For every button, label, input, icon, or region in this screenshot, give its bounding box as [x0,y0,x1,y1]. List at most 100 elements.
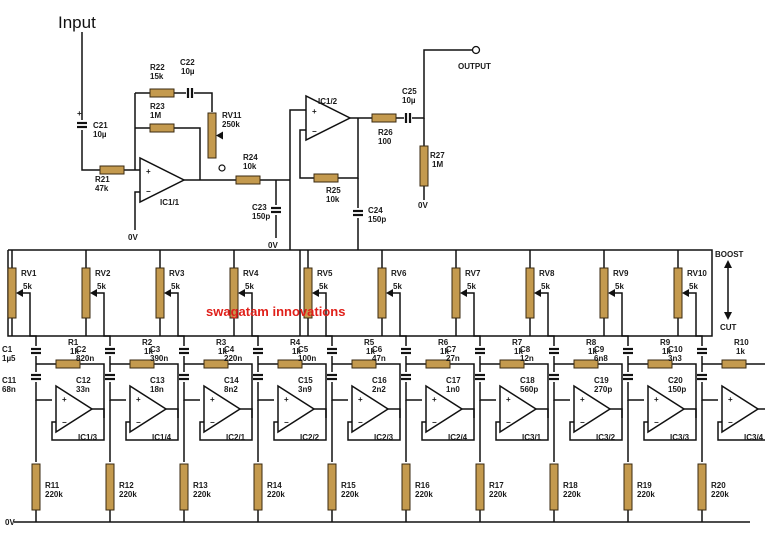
ground-label-r27: 0V [418,201,428,210]
opamp-plus-10: + [728,395,733,404]
c2-name-1: C11 [2,376,17,385]
rg-band-9 [623,463,633,511]
wire-wiper-2 [97,292,111,346]
rv-value-6: 5k [393,282,402,291]
r21-resistor [99,165,125,175]
wire-c22-rv11 [194,92,213,112]
c2-name-4: C14 [224,376,239,385]
wire-opamp-fb-3 [199,408,253,441]
c1-value-4: 220n [224,354,242,363]
r21-value: 47k [95,184,109,193]
c2-name-2: C12 [76,376,91,385]
r27-value: 1M [432,160,443,169]
r-name-6: R6 [438,338,449,347]
rv11-value: 250k [222,120,240,129]
ic12-label: IC1/2 [318,97,338,106]
rg-name-10: R20 [711,481,726,490]
r26-resistor [371,113,397,123]
rg-band-6 [401,463,411,511]
c2-value-9: 270p [594,385,612,394]
ic11-label: IC1/1 [160,198,180,207]
opamp-minus-5: − [358,418,363,427]
c2-name-10: C20 [668,376,683,385]
rg-value-7: 220k [489,490,507,499]
rv-pot-10 [673,267,683,319]
rv-name-10: RV10 [687,269,707,278]
wire-wiper-1 [23,292,37,346]
rv-value-7: 5k [467,282,476,291]
c1-name-3: C3 [150,345,161,354]
wire-c21-r21 [81,130,100,171]
wire-wiper-7 [467,292,481,346]
rv-name-1: RV1 [21,269,37,278]
c2-value-8: 560p [520,385,538,394]
rv-pot-8-wiper [534,289,541,297]
wire-r-right-7 [524,363,549,418]
opamp-plus-9: + [654,395,659,404]
ic-label-4: IC2/2 [300,433,320,442]
rv-pot-7-wiper [460,289,467,297]
wire-c-opamp-2 [109,382,126,401]
r21-name: R21 [95,175,110,184]
wire-r-right-5 [376,363,401,418]
r-value-9: 1k [662,347,671,356]
rv-value-3: 5k [171,282,180,291]
rg-band-7 [475,463,485,511]
rv11-pot [207,112,217,159]
c25-name: C25 [402,87,417,96]
rv-value-5: 5k [319,282,328,291]
opamp-band-6 [425,384,464,434]
rv-name-4: RV4 [243,269,259,278]
rg-band-5 [327,463,337,511]
c1-name-4: C4 [224,345,235,354]
r-name-4: R4 [290,338,301,347]
rg-name-1: R11 [45,481,60,490]
r-name-9: R9 [660,338,671,347]
r-name-8: R8 [586,338,597,347]
opamp-band-9 [647,384,686,434]
input-label: Input [58,13,96,32]
r-value-3: 1k [218,347,227,356]
watermark: swagatam innovations [206,304,345,319]
r-value-5: 1k [366,347,375,356]
rv-name-6: RV6 [391,269,407,278]
wire-r-right-2 [154,363,179,418]
r-band-2 [129,359,155,369]
opamp-plus-5: + [358,395,363,404]
boost-label: BOOST [715,250,744,259]
wire-ic12-fb [299,129,314,179]
r-name-5: R5 [364,338,375,347]
r23-name: R23 [150,102,165,111]
wire-r-right-1 [80,363,105,418]
c1-value-1: 1µ5 [2,354,16,363]
rg-value-5: 220k [341,490,359,499]
r-value-1: 1k [70,347,79,356]
rg-name-4: R14 [267,481,282,490]
rv11-name: RV11 [222,111,242,120]
rv-pot-8 [525,267,535,319]
c24-value: 150p [368,215,386,224]
rg-band-8 [549,463,559,511]
ground-label-c23: 0V [268,241,278,250]
c1-value-3: 390n [150,354,168,363]
wire-opamp-fb-5 [347,408,401,441]
c2-name-8: C18 [520,376,535,385]
c23-name: C23 [252,203,267,212]
c1-value-6: 47n [372,354,386,363]
r27-name: R27 [430,151,445,160]
c21-name: C21 [93,121,108,130]
rv-pot-1 [7,267,17,319]
rv-pot-4-wiper [238,289,245,297]
c2-value-5: 3n9 [298,385,312,394]
c2-value-3: 18n [150,385,164,394]
rv-pot-5-wiper [312,289,319,297]
wire-r23 [174,127,201,180]
c24-name: C24 [368,206,383,215]
ic-label-7: IC3/1 [522,433,542,442]
rg-name-6: R16 [415,481,430,490]
wire-c-opamp-8 [553,382,570,401]
r-value-6: 1k [440,347,449,356]
rv-value-8: 5k [541,282,550,291]
